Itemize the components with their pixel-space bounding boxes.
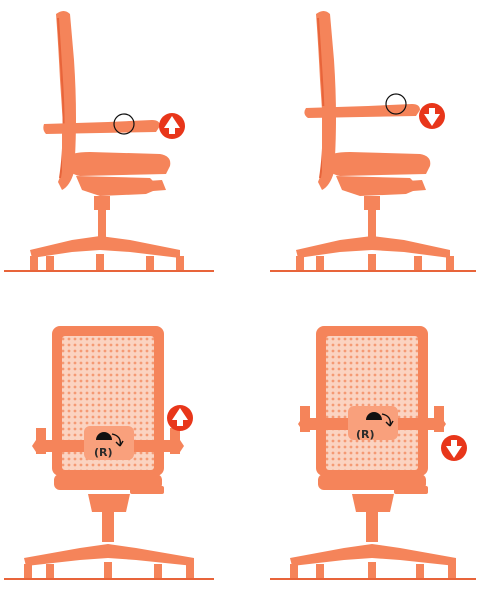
casters: [24, 562, 194, 578]
panel-front-down: (R): [270, 326, 476, 580]
armrest-right-post: [434, 406, 444, 432]
gas-lift-column: [98, 208, 106, 242]
knob-label: (R): [356, 428, 375, 441]
adjust-point-marker: [385, 93, 407, 115]
gas-lift-column: [366, 512, 378, 542]
chair-base: [24, 544, 194, 566]
armrest-post: [322, 106, 332, 176]
panel-side-up: [4, 11, 214, 272]
seat: [66, 152, 171, 176]
knob-icon: [366, 412, 382, 420]
armrest-left-post: [300, 406, 310, 432]
chair-base: [30, 236, 180, 258]
seat-mechanism: [88, 494, 130, 512]
seat: [326, 152, 431, 176]
armrest-pad: [43, 120, 161, 134]
panel-front-up: (R): [4, 326, 214, 580]
arrow-down-icon: [419, 103, 445, 129]
armrest-right-post: [170, 428, 180, 454]
casters: [296, 254, 454, 270]
armrest-left-post: [36, 428, 46, 454]
gas-lift-column: [102, 512, 114, 542]
chair-base: [296, 236, 450, 258]
backrest-mesh: [326, 336, 418, 470]
lumbar-plate: [84, 426, 134, 460]
arrow-up-icon: [167, 405, 193, 431]
arrow-up-icon: [159, 113, 185, 139]
chair-base: [290, 544, 456, 566]
gas-lift-column: [368, 208, 376, 242]
seat-mechanism: [76, 176, 160, 196]
armrest-pad: [304, 104, 420, 118]
panel-side-down: [270, 11, 476, 272]
seat-mechanism: [352, 494, 394, 512]
seat-mechanism: [336, 176, 420, 196]
arrow-down-icon: [441, 435, 467, 461]
casters: [30, 254, 184, 270]
armrest-post: [62, 124, 72, 176]
knob-label: (R): [94, 446, 113, 459]
adjust-point-marker: [113, 113, 135, 135]
casters: [290, 562, 456, 578]
knob-icon: [96, 432, 112, 440]
